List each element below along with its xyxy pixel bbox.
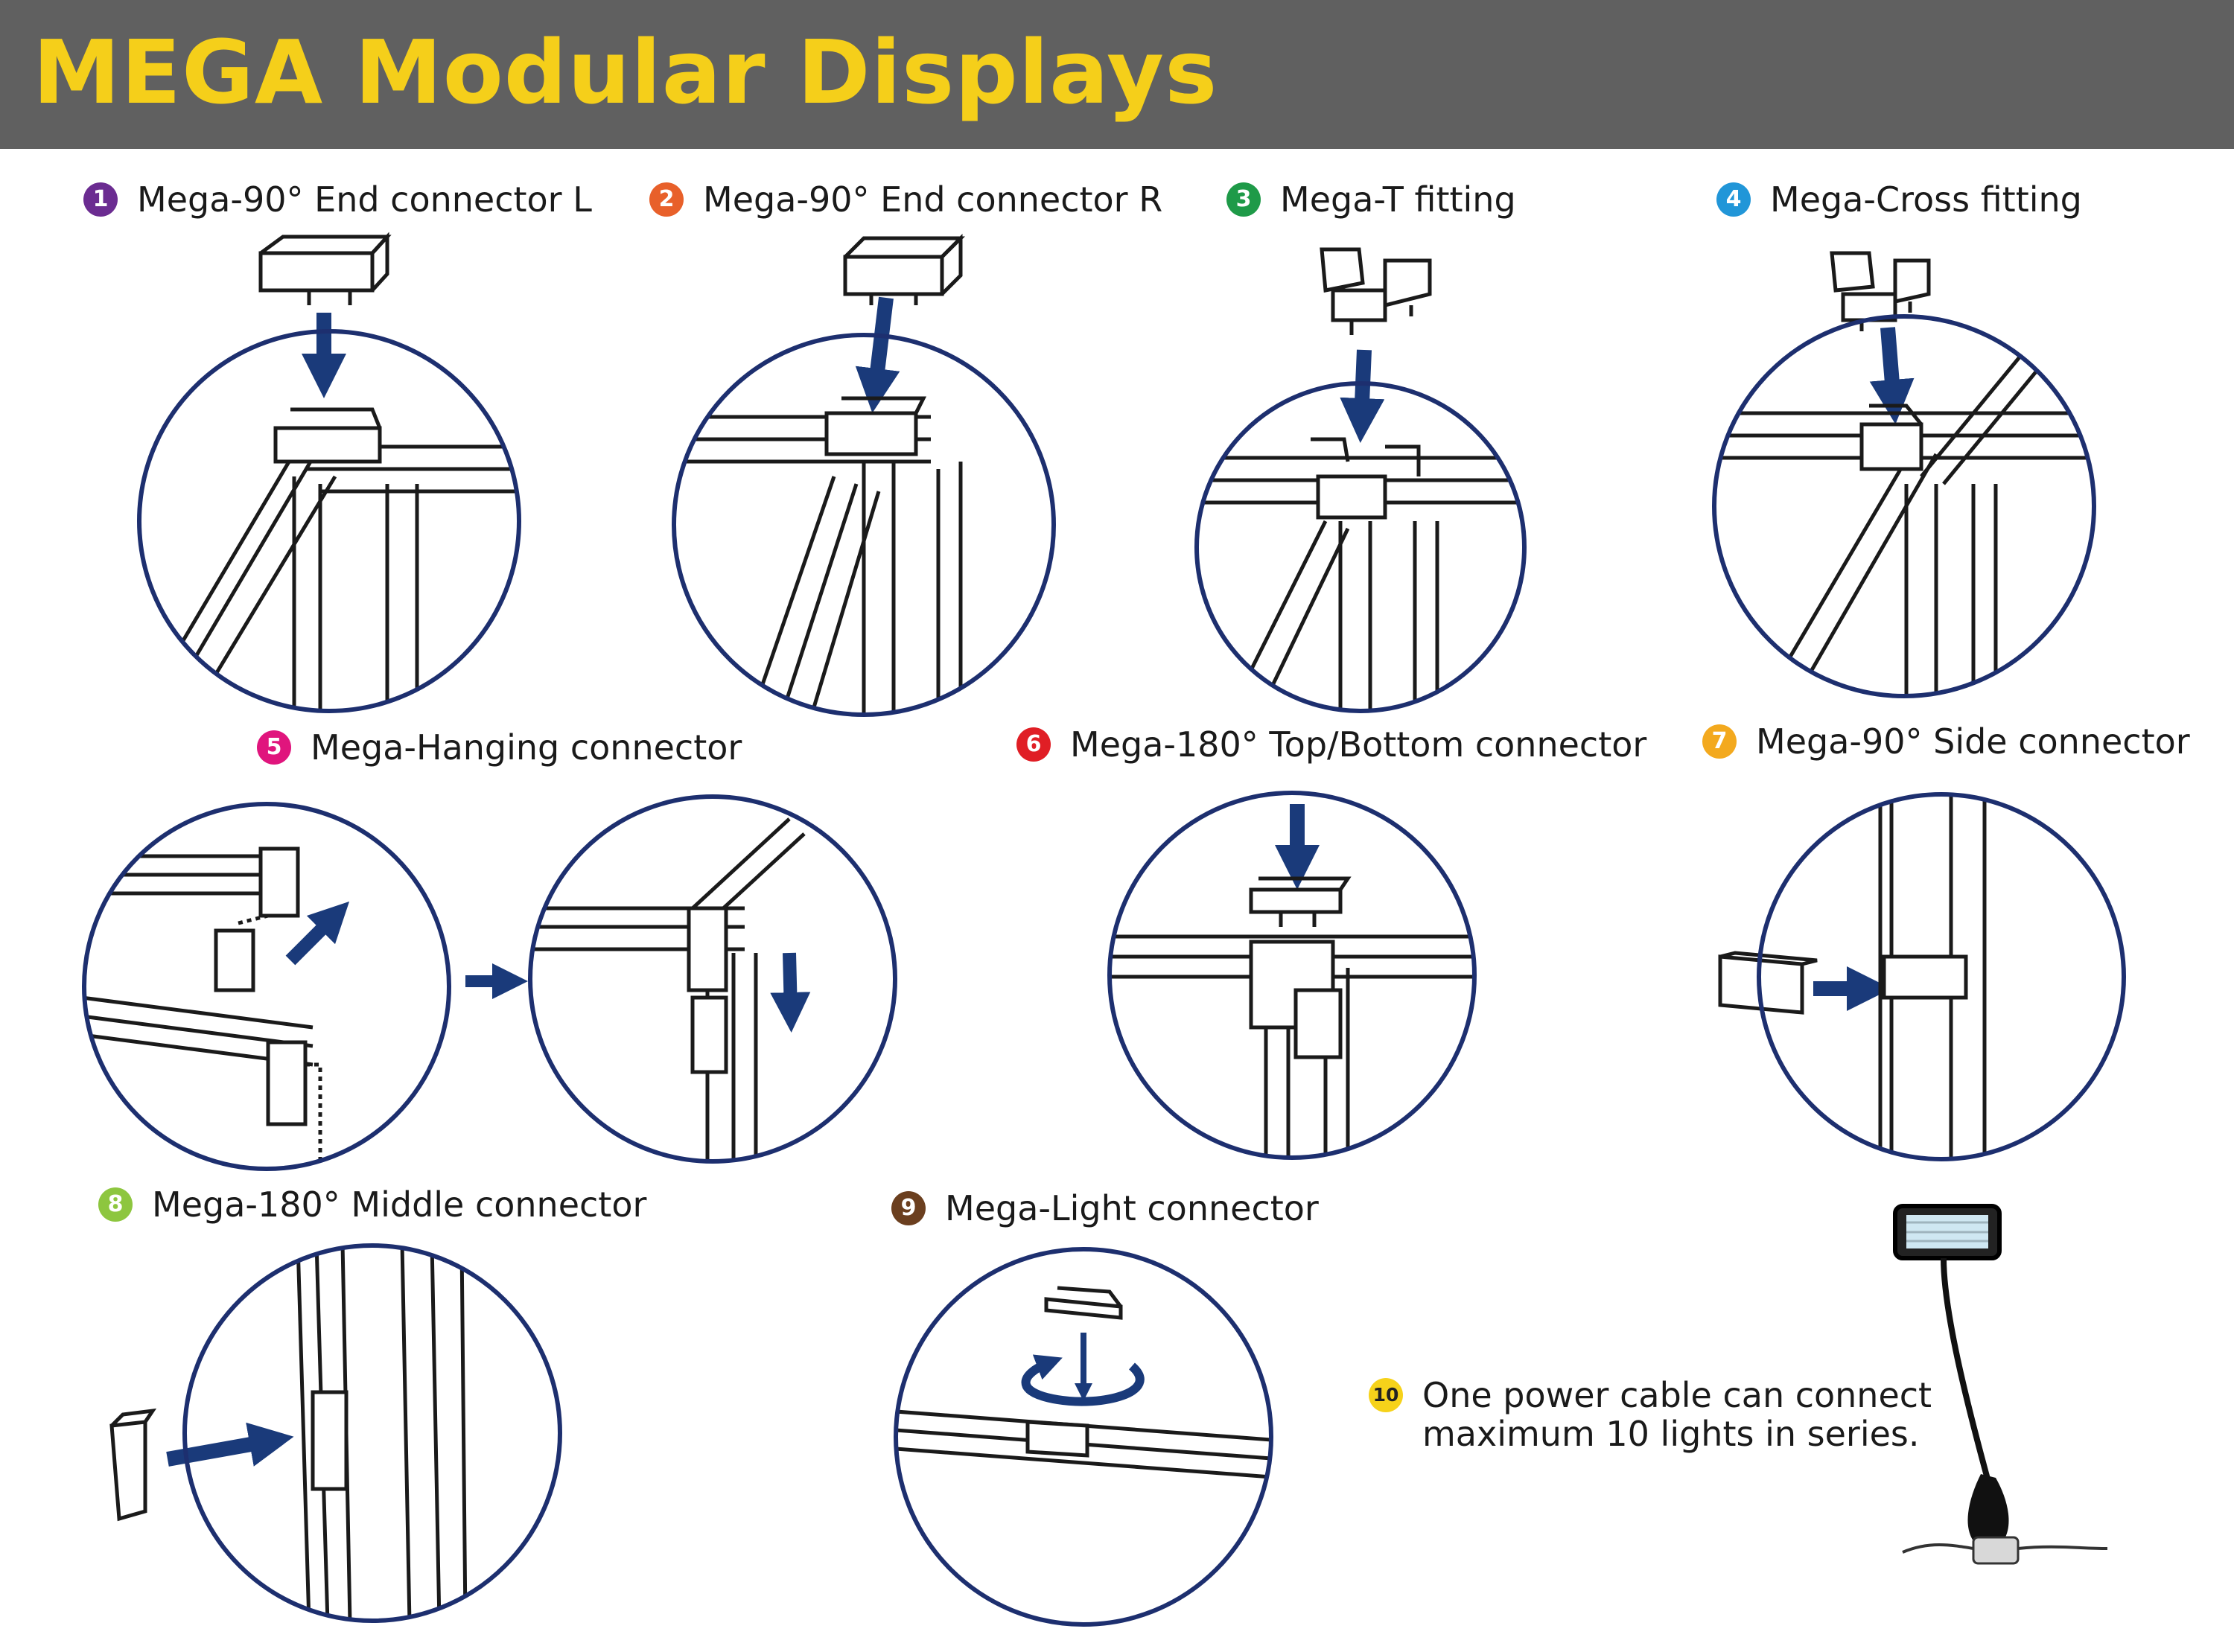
item-label-1: Mega-90° End connector L — [137, 179, 592, 220]
number-badge-7: 7 — [1702, 724, 1737, 759]
item-7-illustration — [1718, 792, 2126, 1161]
label-item-6: 6 Mega-180° Top/Bottom connector — [1016, 724, 1646, 765]
label-item-4: 4 Mega-Cross fitting — [1716, 179, 2082, 220]
middle-connector-part — [109, 1408, 157, 1522]
led-light-fixture — [1893, 1204, 2108, 1565]
detail-circle-7 — [1757, 792, 2126, 1161]
detail-circle-5b — [528, 794, 897, 1164]
detail-circle-4 — [1712, 314, 2096, 698]
note-line-2: maximum 10 lights in series. — [1422, 1414, 1920, 1454]
detail-circle-2 — [672, 333, 1056, 717]
side-connector-part — [1718, 951, 1818, 1015]
item-9-illustration — [894, 1247, 1273, 1627]
item-2-illustration — [672, 233, 1056, 717]
down-arrow — [855, 296, 900, 413]
detail-circle-5a — [82, 802, 451, 1171]
label-item-7: 7 Mega-90° Side connector — [1702, 721, 2190, 762]
power-cable-note: 10 One power cable can connect maximum 1… — [1369, 1376, 1932, 1453]
end-connector-l-part — [258, 232, 392, 305]
top-bottom-connector-part — [1249, 876, 1352, 927]
light-clip — [1967, 1474, 2009, 1552]
item-5-illustration — [82, 794, 897, 1171]
item-3-illustration — [1194, 247, 1527, 713]
item-1-illustration — [137, 232, 521, 713]
item-label-9: Mega-Light connector — [945, 1188, 1319, 1228]
detail-circle-8 — [182, 1243, 562, 1623]
item-label-3: Mega-T fitting — [1280, 179, 1516, 220]
item-6-illustration — [1107, 791, 1477, 1160]
label-item-3: 3 Mega-T fitting — [1226, 179, 1516, 220]
label-item-5: 5 Mega-Hanging connector — [257, 727, 742, 768]
t-fitting-part — [1320, 247, 1432, 335]
item-label-5: Mega-Hanging connector — [311, 727, 742, 768]
number-badge-9: 9 — [891, 1191, 926, 1225]
number-badge-5: 5 — [257, 730, 291, 765]
page-title: MEGA Modular Displays — [33, 21, 1218, 124]
rotate-arrow — [1021, 1354, 1145, 1406]
light-connector-part — [1044, 1286, 1123, 1320]
item-label-8: Mega-180° Middle connector — [152, 1184, 647, 1225]
item-label-7: Mega-90° Side connector — [1756, 721, 2190, 762]
end-connector-r-part — [843, 233, 966, 305]
cross-fitting-part — [1830, 251, 1931, 331]
light-arm — [1941, 1257, 1991, 1483]
detail-circle-9 — [894, 1247, 1273, 1627]
number-badge-8: 8 — [98, 1187, 133, 1222]
note-line-1: One power cable can connect — [1422, 1375, 1932, 1415]
connector-box — [1972, 1536, 2020, 1565]
detail-circle-6 — [1107, 791, 1477, 1160]
detail-circle-1 — [137, 329, 521, 713]
label-item-2: 2 Mega-90° End connector R — [649, 179, 1162, 220]
number-badge-2: 2 — [649, 182, 684, 217]
label-item-9: 9 Mega-Light connector — [891, 1187, 1319, 1229]
down-arrow — [1869, 327, 1915, 424]
down-arrow — [770, 952, 811, 1033]
label-item-1: 1 Mega-90° End connector L — [83, 179, 592, 220]
up-right-arrow — [285, 901, 350, 966]
item-label-2: Mega-90° End connector R — [703, 179, 1163, 220]
number-badge-6: 6 — [1016, 727, 1051, 762]
number-badge-10: 10 — [1369, 1378, 1403, 1412]
label-item-8: 8 Mega-180° Middle connector — [98, 1184, 646, 1225]
number-badge-4: 4 — [1716, 182, 1751, 217]
power-cable — [1902, 1543, 2108, 1554]
item-label-4: Mega-Cross fitting — [1770, 179, 2082, 220]
header-bar: MEGA Modular Displays — [0, 0, 2234, 149]
item-4-illustration — [1712, 251, 2096, 698]
detail-circle-3 — [1194, 381, 1527, 713]
number-badge-1: 1 — [83, 182, 118, 217]
item-label-6: Mega-180° Top/Bottom connector — [1070, 724, 1647, 765]
item-8-illustration — [109, 1243, 562, 1623]
number-badge-3: 3 — [1226, 182, 1261, 217]
